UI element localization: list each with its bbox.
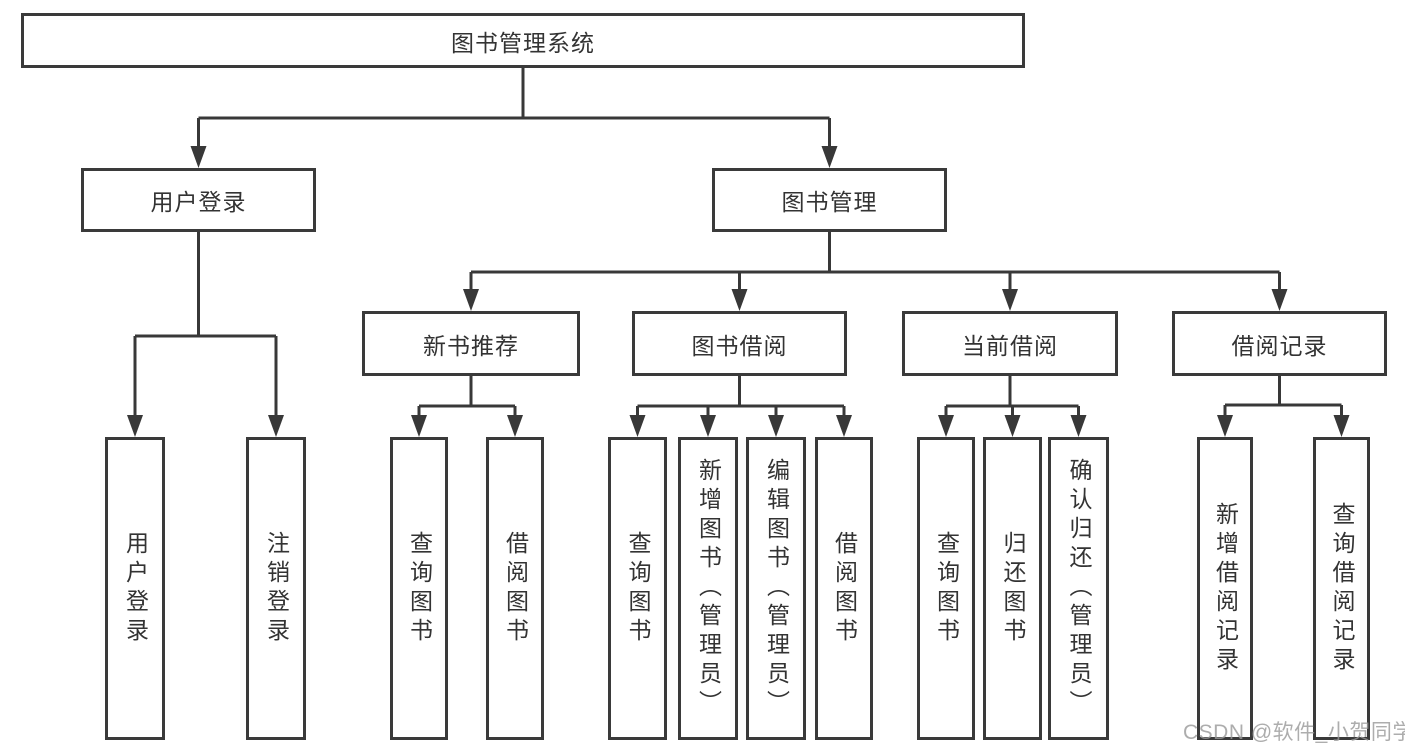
node-book-management-branch: 图书管理 (712, 168, 947, 232)
arrowheads-borrow-leaves (629, 415, 852, 437)
node-borrowing-records: 借阅记录 (1172, 311, 1387, 376)
connector-mgmt-to-level3 (469, 232, 1281, 293)
arrowheads-rec-leaves (411, 415, 523, 437)
node-user-login-branch: 用户登录 (81, 168, 316, 232)
node-leaf-confirm-return-admin: 确认归还（管理员） (1048, 437, 1109, 740)
connector-records-to-leaves (1223, 376, 1343, 421)
arrowheads-level3 (463, 289, 1288, 311)
connector-root-to-level2 (197, 68, 831, 150)
node-leaf-borrow-query-books: 查询图书 (608, 437, 667, 740)
leaf-label: 查询图书 (933, 530, 960, 647)
leaf-label: 新增图书（管理员） (695, 458, 722, 719)
node-leaf-rec-borrow-books: 借阅图书 (486, 437, 544, 740)
node-leaf-query-borrow-record: 查询借阅记录 (1313, 437, 1370, 740)
leaf-label: 新增借阅记录 (1212, 501, 1239, 676)
node-leaf-return-books: 归还图书 (983, 437, 1042, 740)
connector-borrow-to-leaves (636, 376, 846, 421)
node-leaf-add-books-admin: 新增图书（管理员） (678, 437, 738, 740)
leaf-label: 借阅图书 (831, 530, 858, 647)
leaf-label: 借阅图书 (502, 530, 529, 647)
node-leaf-rec-query-books: 查询图书 (390, 437, 448, 740)
connector-rec-to-leaves (417, 376, 517, 421)
node-book-borrowing: 图书借阅 (632, 311, 847, 376)
arrowheads-level2 (190, 146, 838, 168)
leaf-label: 查询图书 (406, 530, 433, 647)
leaf-label: 归还图书 (1000, 530, 1026, 647)
leaf-label: 用户登录 (122, 530, 149, 647)
leaf-label: 查询借阅记录 (1329, 501, 1355, 676)
arrowheads-records-leaves (1217, 415, 1350, 437)
node-leaf-add-borrow-record: 新增借阅记录 (1197, 437, 1253, 740)
node-leaf-logout: 注销登录 (246, 437, 306, 740)
node-system-root: 图书管理系统 (21, 13, 1025, 68)
leaf-label: 编辑图书（管理员） (763, 458, 790, 719)
leaf-label: 注销登录 (263, 530, 290, 647)
connector-login-to-leaves (133, 232, 278, 419)
leaf-label: 查询图书 (625, 530, 651, 647)
node-leaf-current-query-books: 查询图书 (917, 437, 975, 740)
connector-current-to-leaves (944, 376, 1080, 421)
arrowheads-current-leaves (938, 415, 1087, 437)
arrowheads-login-leaves (127, 415, 284, 437)
node-leaf-edit-books-admin: 编辑图书（管理员） (746, 437, 806, 740)
node-leaf-user-login: 用户登录 (105, 437, 165, 740)
node-current-borrowing: 当前借阅 (902, 311, 1118, 376)
leaf-label: 确认归还（管理员） (1066, 458, 1092, 719)
node-new-book-recommend: 新书推荐 (362, 311, 580, 376)
node-leaf-borrow-books: 借阅图书 (815, 437, 873, 740)
csdn-watermark: CSDN @软件_小贺同学 (1183, 721, 1405, 744)
